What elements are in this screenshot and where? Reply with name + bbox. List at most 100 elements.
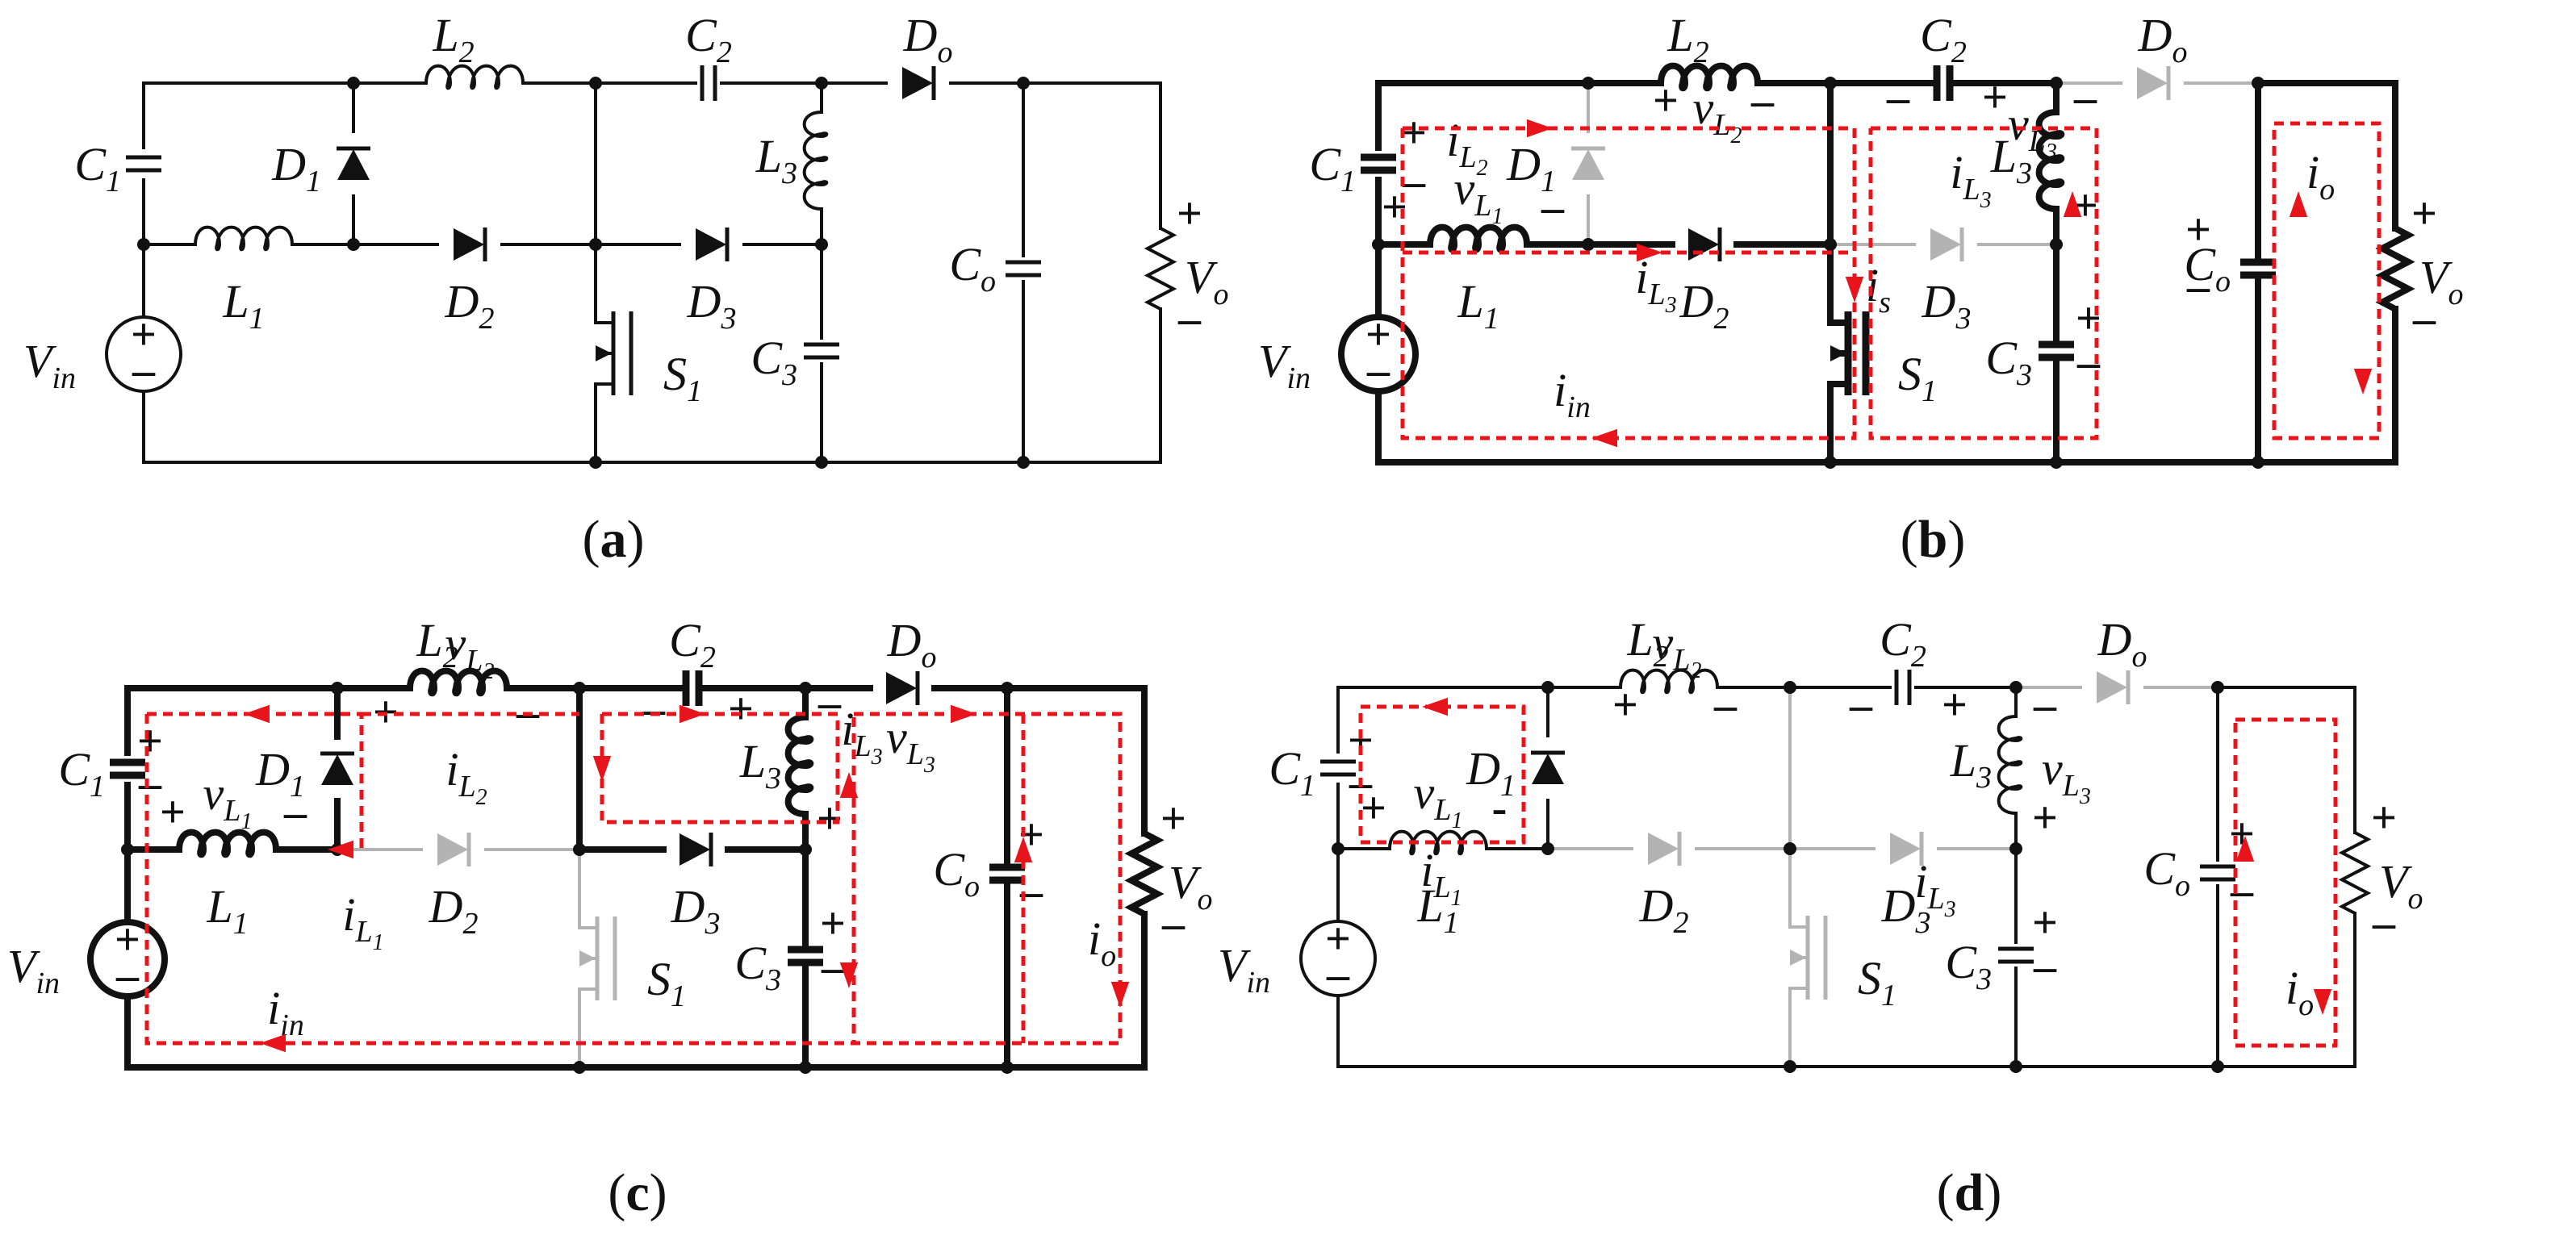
vo-minus: – (2412, 294, 2436, 344)
switch-s1-drain (1827, 244, 1848, 326)
diode-d2-triangle (1648, 833, 1679, 865)
polarity-sign: + (137, 716, 163, 766)
diode-d2 (437, 833, 471, 866)
capacitor-c3 (788, 946, 823, 967)
polarity-sign: + (1653, 76, 1679, 126)
diode-d2 (1688, 228, 1722, 261)
polarity-sign: – (283, 787, 307, 837)
current-arrow (1637, 243, 1662, 262)
vo-plus: + (1177, 189, 1202, 239)
capacitor-c3 (2039, 340, 2074, 361)
polarity-sign: – (1713, 680, 1738, 730)
diode-d3 (1890, 832, 1924, 866)
capacitor-co (1006, 260, 1041, 278)
junction-dot (1784, 681, 1796, 694)
capacitor-c2 (1933, 65, 1954, 101)
polarity-sign: – (642, 684, 666, 734)
label-l1: L1 (222, 275, 264, 336)
voltage-source-vin: +– (1299, 914, 1377, 1000)
label-l3: L3 (1990, 130, 2032, 190)
minus-sign: – (1326, 950, 1350, 1000)
label-c2: C2 (1880, 613, 1926, 674)
label-c1: C1 (1269, 742, 1315, 803)
switch-s1-drain (1788, 849, 1808, 929)
label-il1: iL1 (342, 888, 383, 955)
load-resistor (1124, 830, 1165, 917)
label-d2: D2 (445, 275, 495, 336)
current-arrow (244, 704, 270, 724)
junction-dot (1017, 456, 1030, 469)
label-vl1: vL1 (1454, 162, 1503, 229)
label-vo: Vo (1169, 856, 1212, 916)
current-arrow (260, 1033, 286, 1053)
current-path-io (851, 712, 1123, 1046)
label-il3: iL3 (1635, 251, 1676, 318)
current-arrow (1110, 982, 1130, 1008)
label-vl3: vL3 (2008, 98, 2057, 165)
polarity-sign: + (2032, 793, 2058, 843)
switch-s1-arrow (1830, 345, 1846, 361)
label-d3: D3 (1922, 275, 1972, 336)
label-vl2: vL2 (445, 617, 495, 684)
label-d2: D2 (1639, 879, 1689, 940)
polarity-sign: – (2186, 261, 2210, 311)
diode-do (2137, 66, 2171, 100)
label-c2: C2 (669, 614, 716, 674)
polarity-sign: + (160, 787, 186, 837)
label-c3: C3 (1985, 332, 2032, 392)
label-iin: iin (1554, 364, 1591, 424)
junction-dot (589, 456, 602, 469)
label-l2: L2 (1666, 9, 1708, 69)
caption-a: (a) (583, 510, 645, 569)
label-l3: L3 (755, 130, 797, 190)
label-d2: D2 (429, 880, 479, 941)
current-path-io (2272, 121, 2382, 440)
inductor-l2 (1619, 668, 1719, 695)
junction-dot (1372, 238, 1385, 251)
label-l2: L2 (416, 614, 458, 674)
junction-dot (2050, 77, 2063, 90)
diode-do (2097, 670, 2131, 704)
label-io: io (2306, 146, 2335, 207)
label-il3: iL3 (841, 703, 882, 770)
diode-d2 (454, 228, 487, 261)
junction-dot (815, 77, 828, 90)
caption-c: (c) (608, 1163, 667, 1222)
junction-dot (1001, 682, 1014, 695)
polarity-sign: + (1612, 680, 1638, 730)
junction-dot (589, 77, 602, 90)
vo-minus: – (2372, 898, 2396, 948)
polarity-sign: – (821, 942, 845, 992)
capacitor-c2 (682, 670, 703, 706)
junction-dot (2211, 1060, 2224, 1073)
polarity-sign: – (2033, 941, 2057, 992)
current-path-il2 (1403, 126, 1857, 285)
capacitor-co (2200, 864, 2235, 882)
capacitor-co (2240, 258, 2276, 279)
junction-dot (573, 843, 586, 856)
switch-s1 (578, 850, 617, 1067)
label-vl3: vL3 (2042, 742, 2091, 809)
switch-s1-drain (578, 850, 597, 929)
caption-b: (b) (1901, 510, 1966, 569)
diode-d1-triangle (1532, 754, 1564, 784)
polarity-sign: – (2033, 680, 2057, 730)
junction-dot (589, 238, 602, 251)
junction-dot (799, 1061, 812, 1074)
label-d3: D3 (1881, 879, 1931, 940)
label-vin: Vin (23, 335, 76, 395)
current-path-iin (144, 714, 1023, 1046)
plus-sign: + (1325, 914, 1351, 964)
capacitor-co (989, 863, 1025, 884)
voltage-source-vin: +– (87, 915, 168, 1000)
label-c1: C1 (1309, 138, 1356, 198)
label-il2: iL2 (1446, 114, 1487, 181)
load-resistor (2338, 831, 2372, 915)
label-vo: Vo (1185, 251, 1228, 311)
polarity-sign: – (2073, 73, 2097, 123)
label-vl1: vL1 (1414, 766, 1463, 833)
diode-do-triangle (902, 67, 933, 99)
